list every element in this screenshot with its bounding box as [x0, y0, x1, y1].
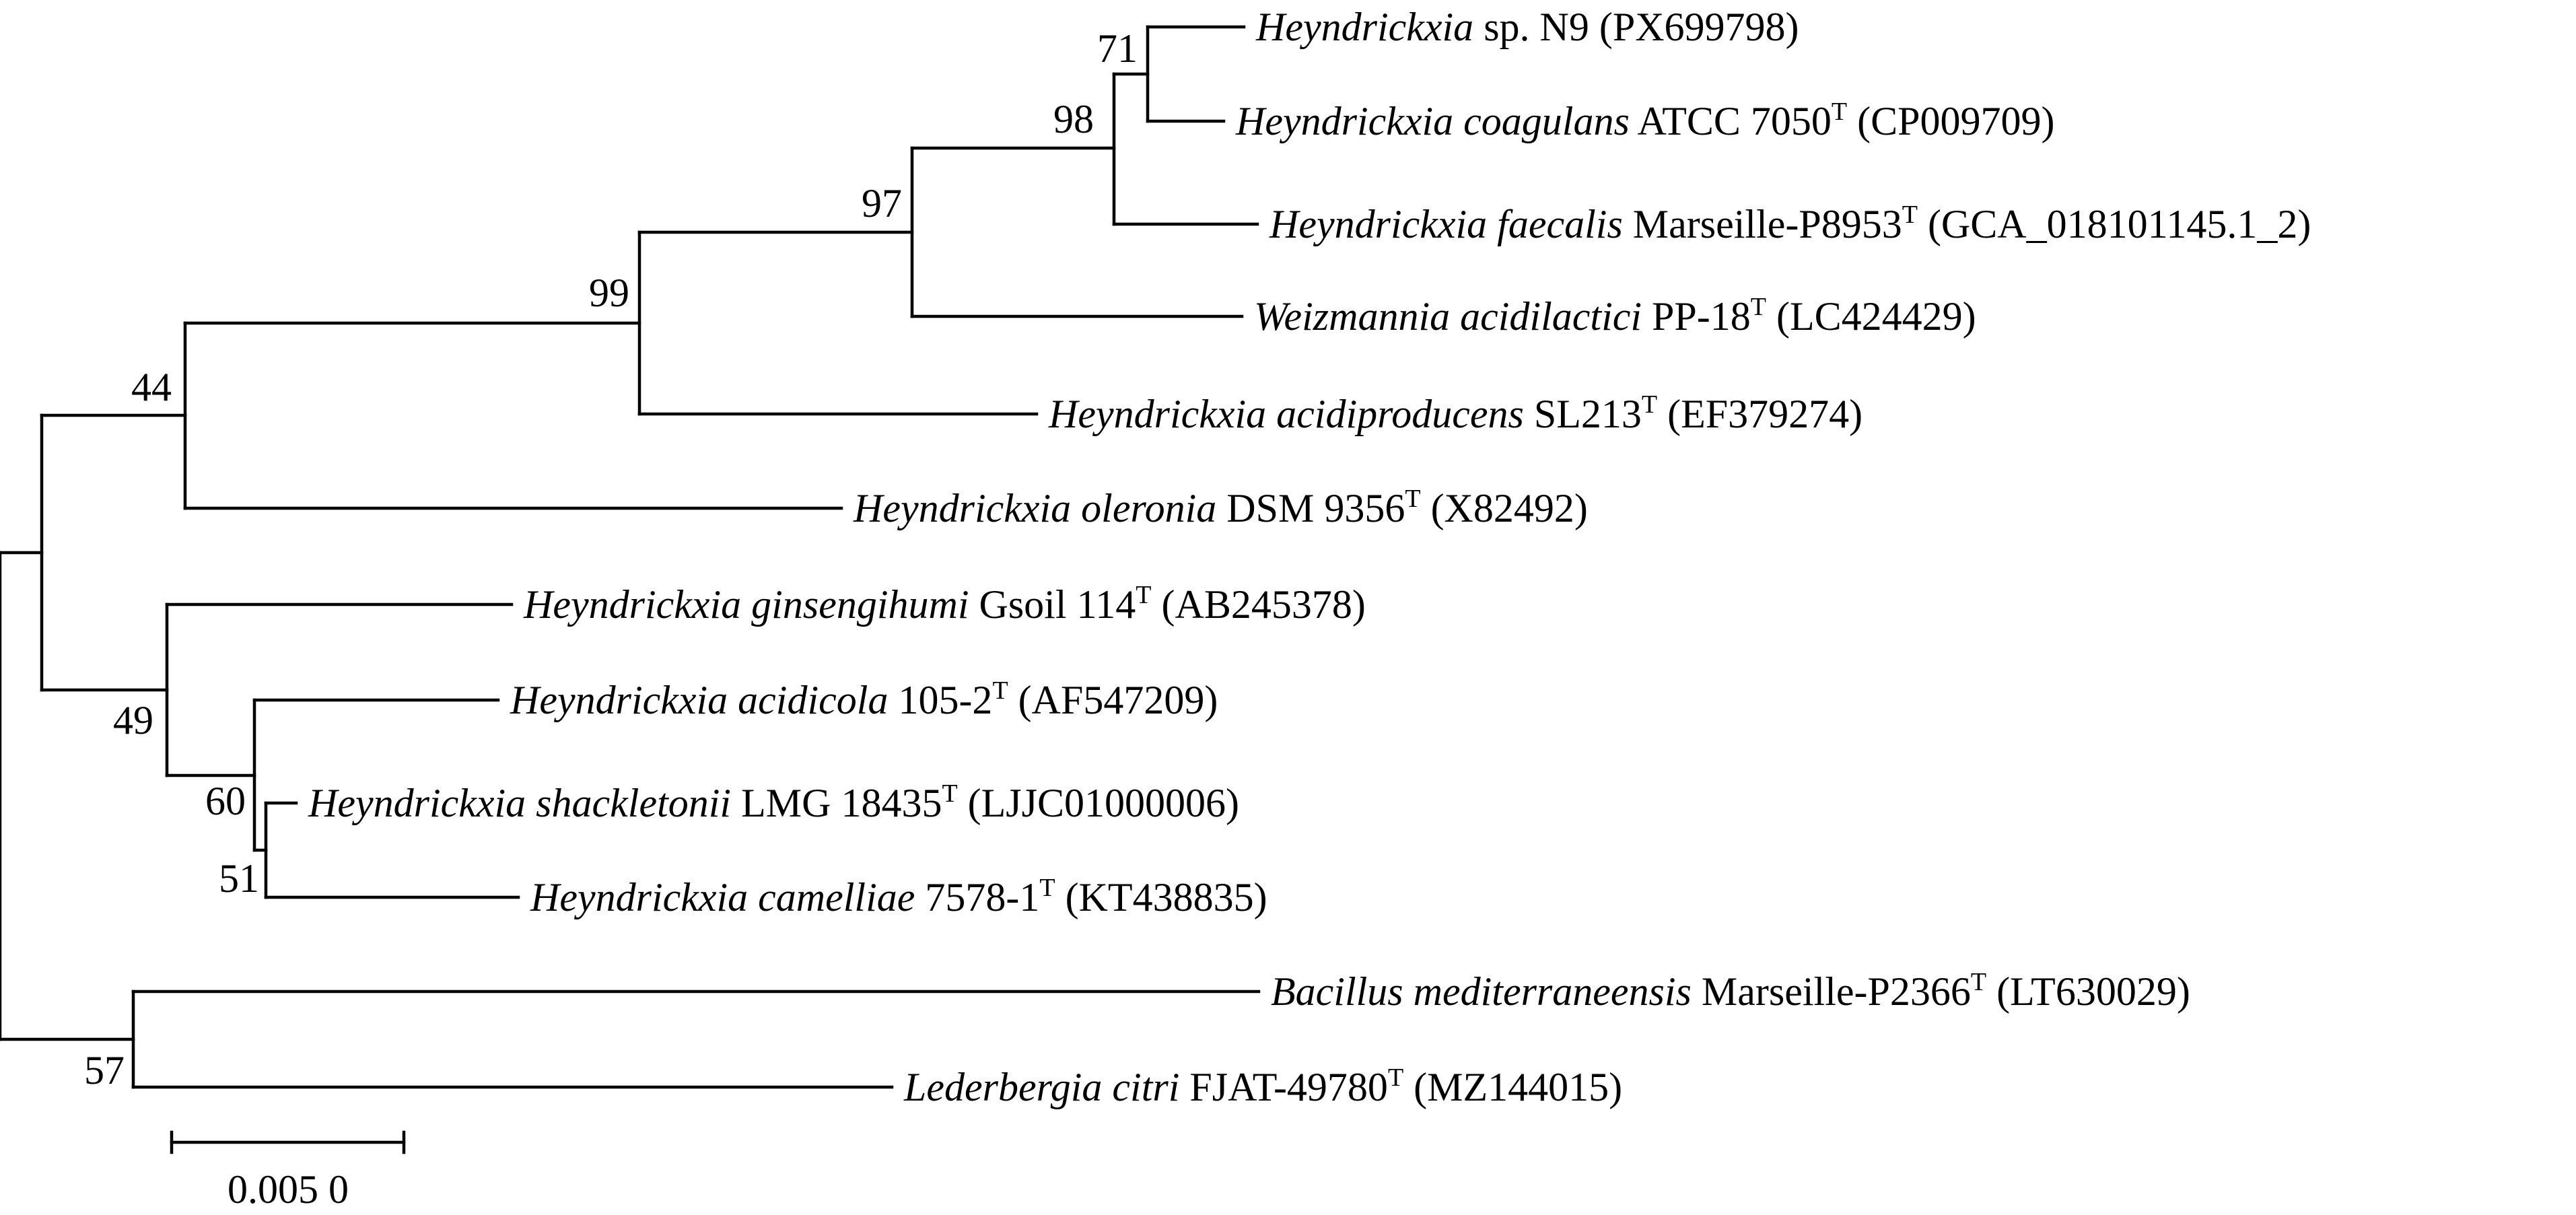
type-strain-mark: T: [1388, 1064, 1403, 1092]
strain-name: DSM 9356: [1216, 486, 1405, 530]
species-name: Heyndrickxia acidiproducens: [1048, 392, 1524, 436]
scale-bar-label: 0.005 0: [228, 1167, 349, 1212]
bootstrap-labels: 71 98 97 99 44 49 60 51 57: [84, 26, 1138, 1092]
type-strain-mark: T: [1902, 201, 1918, 229]
accession-number: (MZ144015): [1403, 1065, 1622, 1109]
species-name: Heyndrickxia faecalis: [1269, 202, 1623, 246]
strain-name: 7578-1: [915, 875, 1039, 919]
type-strain-mark: T: [1832, 98, 1847, 126]
strain-name: 105-2: [888, 678, 992, 722]
bootstrap-value: 99: [589, 271, 629, 315]
bootstrap-value: 49: [113, 698, 153, 742]
bootstrap-value: 44: [131, 365, 172, 409]
species-name: Heyndrickxia acidicola: [510, 678, 888, 722]
bootstrap-value: 98: [1053, 97, 1094, 141]
leaf-label-hfaec: Heyndrickxia faecalis Marseille-P8953T (…: [1269, 201, 2311, 246]
species-name: Heyndrickxia shackletonii: [308, 781, 731, 825]
accession-number: (GCA_018101145.1_2): [1918, 202, 2311, 246]
strain-name: Marseille-P8953: [1623, 202, 1902, 246]
type-strain-mark: T: [942, 779, 957, 808]
leaf-label-hacidp: Heyndrickxia acidiproducens SL213T (EF37…: [1048, 390, 1863, 436]
bootstrap-value: 60: [205, 779, 246, 823]
strain-name: FJAT-49780: [1179, 1065, 1388, 1109]
accession-number: (PX699798): [1589, 5, 1799, 49]
leaf-label-hN9: Heyndrickxia sp. N9 (PX699798): [1255, 5, 1799, 49]
species-name: Heyndrickxia coagulans: [1235, 99, 1630, 143]
species-name: Heyndrickxia oleronia: [853, 486, 1216, 530]
accession-number: (CP009709): [1847, 99, 2054, 143]
strain-name: ATCC 7050: [1630, 99, 1832, 143]
leaf-label-hcoag: Heyndrickxia coagulans ATCC 7050T (CP009…: [1235, 98, 2054, 143]
accession-number: (X82492): [1421, 486, 1588, 530]
bootstrap-value: 57: [84, 1048, 125, 1092]
leaf-label-holer: Heyndrickxia oleronia DSM 9356T (X82492): [853, 485, 1588, 530]
accession-number: (LT630029): [1986, 969, 2190, 1014]
type-strain-mark: T: [1136, 581, 1151, 609]
type-strain-mark: T: [1039, 874, 1055, 902]
type-strain-mark: T: [1751, 293, 1766, 321]
species-name: Lederbergia citri: [903, 1065, 1179, 1109]
type-strain-mark: T: [992, 676, 1008, 705]
leaf-label-bmed: Bacillus mediterraneensis Marseille-P236…: [1271, 968, 2190, 1014]
accession-number: (EF379274): [1657, 392, 1863, 436]
accession-number: (AF547209): [1008, 678, 1218, 722]
species-name: Heyndrickxia: [1255, 5, 1473, 49]
species-name: Heyndrickxia ginsengihumi: [523, 582, 969, 627]
accession-number: (AB245378): [1152, 582, 1366, 627]
leaf-label-lcit: Lederbergia citri FJAT-49780T (MZ144015): [903, 1064, 1622, 1109]
strain-name: PP-18: [1642, 294, 1751, 339]
strain-name: sp. N9: [1473, 5, 1589, 49]
bootstrap-value: 51: [219, 856, 259, 901]
leaf-label-wacid: Weizmannia acidilactici PP-18T (LC424429…: [1254, 293, 1976, 339]
accession-number: (KT438835): [1055, 875, 1267, 919]
bootstrap-value: 71: [1097, 26, 1138, 71]
leaf-label-hcam: Heyndrickxia camelliae 7578-1T (KT438835…: [530, 874, 1267, 919]
type-strain-mark: T: [1405, 485, 1420, 513]
accession-number: (LC424429): [1766, 294, 1976, 339]
strain-name: LMG 18435: [731, 781, 942, 825]
leaf-labels: Heyndrickxia sp. N9 (PX699798)Heyndrickx…: [308, 5, 2311, 1109]
leaf-label-hshack: Heyndrickxia shackletonii LMG 18435T (LJ…: [308, 779, 1239, 825]
type-strain-mark: T: [1971, 968, 1986, 996]
leaf-label-hgins: Heyndrickxia ginsengihumi Gsoil 114T (AB…: [523, 581, 1366, 627]
tree-branches: [0, 25, 1261, 1089]
bootstrap-value: 97: [862, 181, 902, 225]
strain-name: Marseille-P2366: [1692, 969, 1971, 1014]
accession-number: (LJJC01000006): [958, 781, 1239, 825]
type-strain-mark: T: [1642, 390, 1657, 419]
species-name: Weizmannia acidilactici: [1254, 294, 1642, 339]
strain-name: Gsoil 114: [969, 582, 1136, 627]
scale-bar: 0.005 0: [170, 1130, 406, 1212]
strain-name: SL213: [1524, 392, 1642, 436]
species-name: Bacillus mediterraneensis: [1271, 969, 1692, 1014]
leaf-label-hacidc: Heyndrickxia acidicola 105-2T (AF547209): [510, 676, 1218, 722]
species-name: Heyndrickxia camelliae: [530, 875, 915, 919]
